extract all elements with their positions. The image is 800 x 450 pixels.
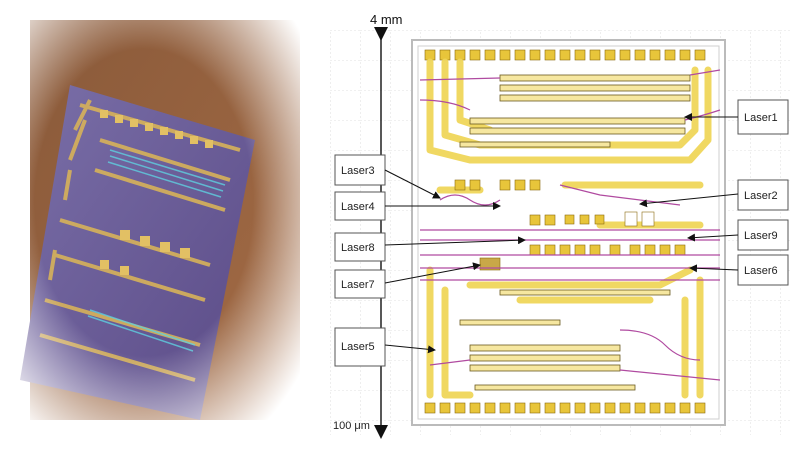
label-laser5: Laser5 bbox=[334, 327, 436, 367]
label-laser4: Laser4 bbox=[334, 191, 501, 221]
dimension-label: 4 mm bbox=[370, 12, 403, 27]
label-laser1: Laser1 bbox=[684, 99, 789, 135]
label-laser8: Laser8 bbox=[334, 232, 526, 262]
label-laser2: Laser2 bbox=[639, 179, 789, 211]
svg-text:Laser2: Laser2 bbox=[744, 190, 778, 202]
svg-text:Laser6: Laser6 bbox=[744, 265, 778, 277]
label-laser6: Laser6 bbox=[689, 254, 789, 286]
svg-text:Laser7: Laser7 bbox=[341, 279, 375, 291]
label-laser7: Laser7 bbox=[334, 262, 481, 299]
svg-text:Laser8: Laser8 bbox=[341, 242, 375, 254]
svg-text:Laser3: Laser3 bbox=[341, 165, 375, 177]
bond-pads-bottom bbox=[424, 402, 706, 414]
label-laser3: Laser3 bbox=[334, 154, 441, 199]
chip-photo bbox=[0, 0, 320, 450]
scale-note: 100 μm bbox=[333, 420, 370, 432]
label-laser9: Laser9 bbox=[687, 219, 789, 251]
waveguides bbox=[419, 69, 721, 381]
svg-text:Laser4: Laser4 bbox=[341, 201, 375, 213]
svg-text:Laser9: Laser9 bbox=[744, 230, 778, 242]
bond-pads-top bbox=[424, 49, 706, 61]
svg-text:Laser1: Laser1 bbox=[744, 112, 778, 124]
bond-pads-middle bbox=[454, 179, 686, 271]
svg-text:Laser5: Laser5 bbox=[341, 341, 375, 353]
laser-bars bbox=[459, 74, 691, 391]
